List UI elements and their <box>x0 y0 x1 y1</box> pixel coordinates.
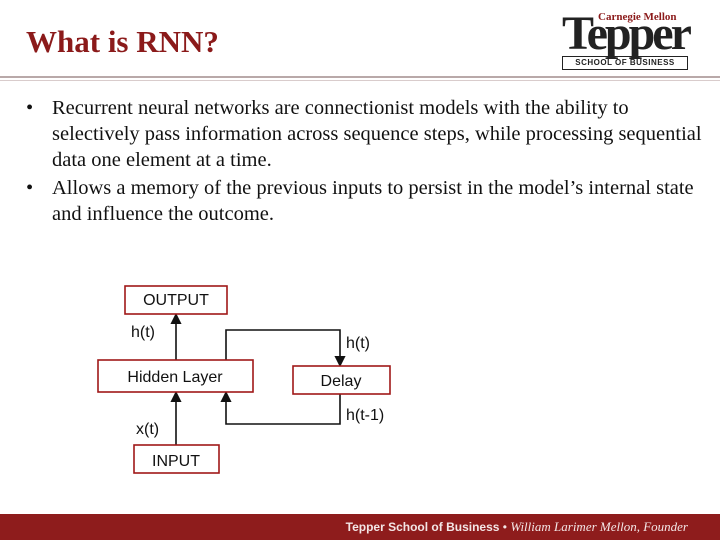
footer-bar: Tepper School of Business • William Lari… <box>0 514 720 540</box>
edge-label-x-t: x(t) <box>136 421 159 438</box>
delay-node-box <box>292 365 391 395</box>
arrow-delay-to-hidden <box>220 390 341 425</box>
arrow-hidden-to-delay <box>225 329 346 368</box>
logo-sub-text: SCHOOL OF BUSINESS <box>562 56 688 70</box>
tepper-logo: Tepper Carnegie Mellon SCHOOL OF BUSINES… <box>558 8 698 72</box>
input-node-label: INPUT <box>152 453 200 470</box>
delay-node-label: Delay <box>321 373 362 390</box>
footer-text: Tepper School of Business • William Lari… <box>346 519 688 535</box>
footer-separator: • <box>499 520 511 534</box>
footer-founder: William Larimer Mellon, Founder <box>510 519 688 534</box>
edge-label-h-t-minus-1: h(t-1) <box>346 407 384 424</box>
hidden-layer-node-label: Hidden Layer <box>127 369 223 386</box>
logo-top-text: Carnegie Mellon <box>598 11 677 23</box>
title-divider <box>0 76 720 78</box>
title-divider-thin <box>0 80 720 81</box>
bullet-list: • Recurrent neural networks are connecti… <box>26 95 706 229</box>
bullet-dot-icon: • <box>26 97 34 119</box>
logo-main-text: Tepper <box>562 7 692 60</box>
output-node-box <box>124 285 228 315</box>
bullet-text: Recurrent neural networks are connection… <box>52 97 702 171</box>
slide-title: What is RNN? <box>26 24 219 59</box>
footer-school-name: Tepper School of Business <box>345 520 500 534</box>
edge-label-h-t-delay: h(t) <box>346 335 370 352</box>
input-node-box <box>133 444 220 474</box>
bullet-item: • Recurrent neural networks are connecti… <box>26 95 706 173</box>
output-node-label: OUTPUT <box>143 292 209 309</box>
edge-label-h-t-output: h(t) <box>131 324 155 341</box>
bullet-dot-icon: • <box>26 177 34 199</box>
bullet-text: Allows a memory of the previous inputs t… <box>52 177 694 225</box>
hidden-layer-node-box <box>97 359 254 393</box>
bullet-item: • Allows a memory of the previous inputs… <box>26 175 706 227</box>
